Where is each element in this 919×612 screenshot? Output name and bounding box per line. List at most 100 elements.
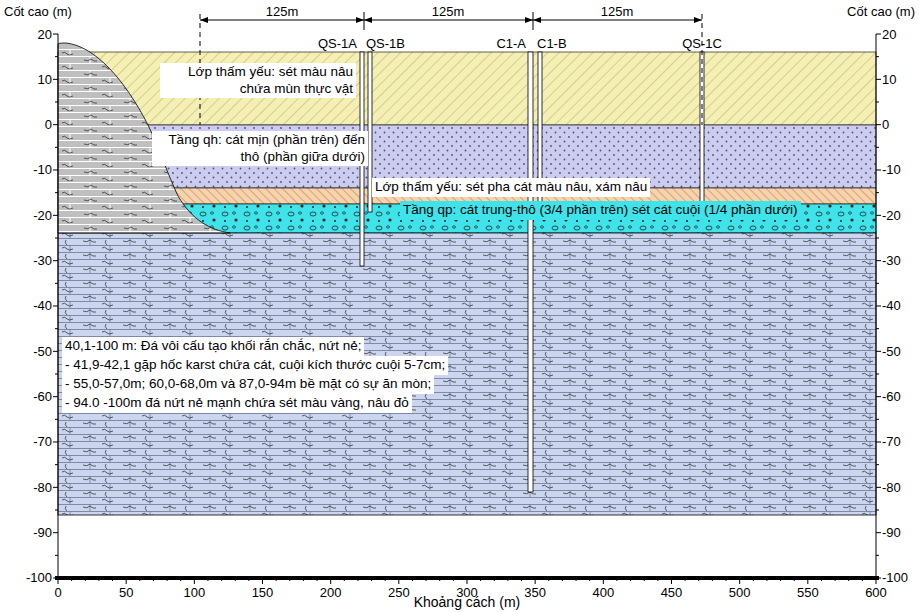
tick-label: 150 xyxy=(252,585,274,600)
axis-tick xyxy=(876,464,879,465)
axis-tick xyxy=(330,578,331,584)
tick-label: -90 xyxy=(33,525,52,540)
axis-tick xyxy=(835,578,836,581)
axis-tick xyxy=(535,578,536,584)
axis-tick xyxy=(876,192,879,193)
dimension: 125m xyxy=(266,4,299,19)
axis-tick xyxy=(398,578,399,584)
tick-label: 600 xyxy=(865,585,887,600)
axis-tick xyxy=(55,147,58,148)
axis-tick xyxy=(53,124,58,125)
tick-label: 250 xyxy=(388,585,410,600)
axis-tick xyxy=(426,578,427,581)
axis-tick xyxy=(766,578,767,581)
axis-tick xyxy=(780,578,781,581)
axis-tick xyxy=(548,578,549,581)
axis-tick xyxy=(53,169,58,170)
axis-tick xyxy=(876,101,879,102)
tick-label: -50 xyxy=(33,344,52,359)
axis-tick xyxy=(698,578,699,581)
axis-tick xyxy=(876,509,879,510)
axis-tick xyxy=(58,578,59,584)
well-name: C1-A xyxy=(496,36,526,51)
axis-tick xyxy=(53,34,58,35)
axis-tick xyxy=(385,578,386,581)
axis-tick xyxy=(289,578,290,581)
axis-tick xyxy=(876,79,881,80)
tick-label: 500 xyxy=(729,585,751,600)
axis-tick xyxy=(412,578,413,581)
axis-tick xyxy=(71,578,72,581)
axis-tick xyxy=(55,283,58,284)
axis-tick xyxy=(53,532,58,533)
axis-tick xyxy=(53,396,58,397)
tick-label: 0 xyxy=(54,585,61,600)
axis-tick xyxy=(794,578,795,581)
axis-tick xyxy=(876,215,881,216)
axis-tick xyxy=(153,578,154,581)
axis-tick xyxy=(616,578,617,581)
axis-tick xyxy=(876,487,881,488)
dimension: 125m xyxy=(601,4,634,19)
tick-label: 100 xyxy=(183,585,205,600)
axis-tick xyxy=(53,441,58,442)
axis-title: Khoảng cách (m) xyxy=(414,594,521,611)
axis-tick xyxy=(53,215,58,216)
well-name: QS-1B xyxy=(366,36,405,51)
axis-tick xyxy=(876,260,881,261)
axis-tick xyxy=(55,101,58,102)
axis-tick xyxy=(876,56,879,57)
axis-tick xyxy=(276,578,277,581)
axis-tick xyxy=(55,509,58,510)
axis-tick xyxy=(876,305,881,306)
tick-label: -30 xyxy=(33,253,52,268)
axis-title: Cốt cao (m) xyxy=(4,4,72,19)
axis-tick xyxy=(671,578,672,584)
axis-tick xyxy=(53,260,58,261)
axis-tick xyxy=(876,124,881,125)
axis-tick xyxy=(807,578,808,584)
well-name: C1-B xyxy=(537,36,567,51)
axis-tick xyxy=(821,578,822,581)
axis-tick xyxy=(576,578,577,581)
tick-label: -30 xyxy=(882,253,901,268)
axis-tick xyxy=(262,578,263,584)
axis-tick xyxy=(875,578,876,584)
axis-tick xyxy=(53,351,58,352)
axis-tick xyxy=(55,555,58,556)
axis-tick xyxy=(480,578,481,581)
axis-title: Cốt cao (m) xyxy=(847,4,915,19)
well-name: QS-1C xyxy=(682,36,722,51)
tick-label: -80 xyxy=(882,480,901,495)
axis-tick xyxy=(753,578,754,581)
axis-tick xyxy=(139,578,140,581)
axis-tick xyxy=(876,237,879,238)
axis-tick xyxy=(876,441,881,442)
tick-label: 0 xyxy=(45,117,52,132)
axis-tick xyxy=(726,578,727,581)
tick-label: -100 xyxy=(26,570,52,585)
axis-tick xyxy=(85,578,86,581)
axis-tick xyxy=(55,419,58,420)
axis-tick xyxy=(371,578,372,581)
axis-tick xyxy=(303,578,304,581)
axis-tick xyxy=(876,532,881,533)
axis-tick xyxy=(55,328,58,329)
axis-tick xyxy=(876,34,881,35)
axis-tick xyxy=(739,578,740,584)
tick-label: -40 xyxy=(33,298,52,313)
axis-tick xyxy=(507,578,508,581)
tick-label: 450 xyxy=(661,585,683,600)
tick-label: 20 xyxy=(38,27,52,42)
axis-tick xyxy=(439,578,440,581)
axis-tick xyxy=(876,328,879,329)
axis-tick xyxy=(207,578,208,581)
axis-tick xyxy=(657,578,658,581)
axis-tick xyxy=(248,578,249,581)
axis-tick xyxy=(55,192,58,193)
layer-label: Lớp thấm yếu: sét màu nâu chứa mùn thực … xyxy=(160,63,356,98)
axis-tick xyxy=(876,351,881,352)
axis-tick xyxy=(357,578,358,581)
axis-tick xyxy=(876,419,879,420)
